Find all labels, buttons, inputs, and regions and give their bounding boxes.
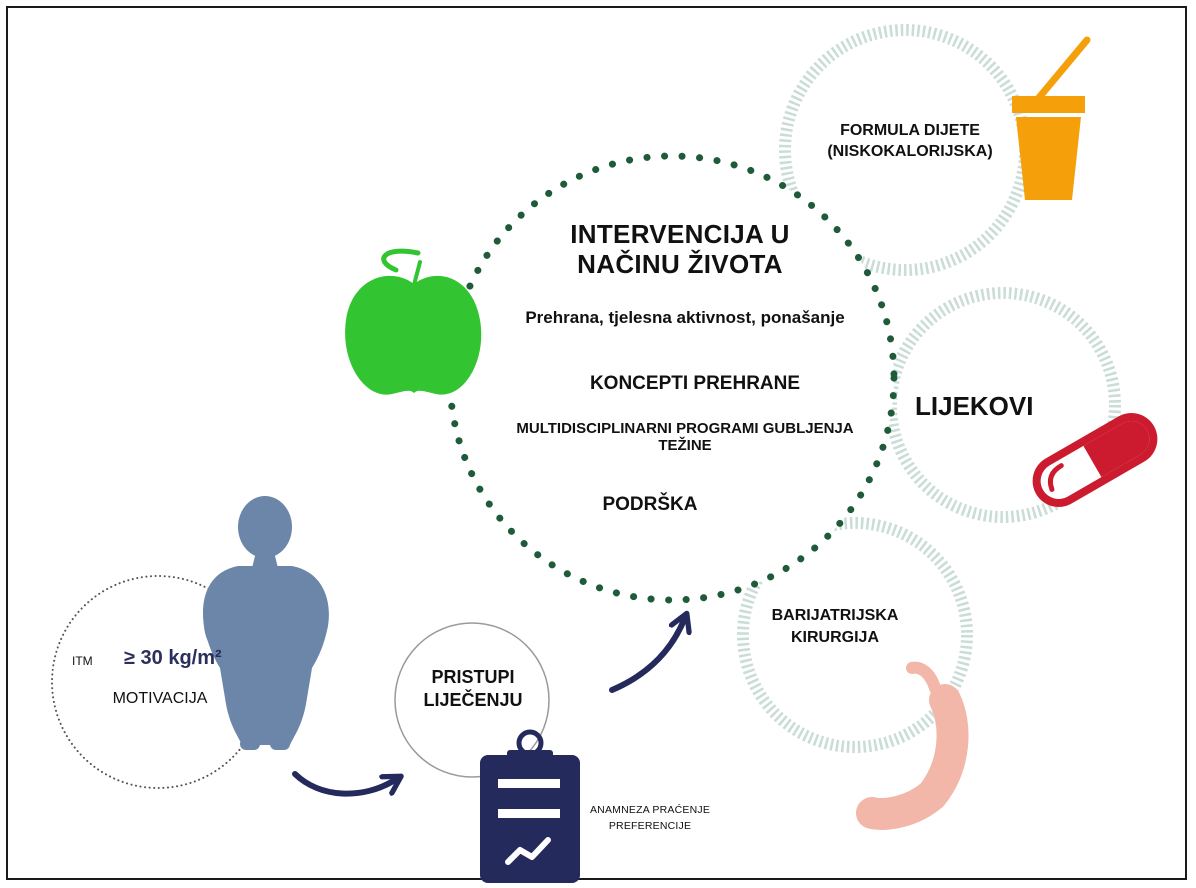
formula-diet-label: FORMULA DIJETE (NISKOKALORIJSKA) [827,122,993,160]
itm-label: ITM [72,654,93,668]
lifestyle-subtitle: Prehrana, tjelesna aktivnost, ponašanje [525,308,845,327]
surgery-ring [737,517,973,753]
nutrition-concepts: KONCEPTI PREHRANE [589,373,801,394]
cup-icon [1012,36,1091,200]
clipboard-icon [480,729,580,883]
lifestyle-title: INTERVENCIJA U NAČINU ŽIVOTA [570,219,790,279]
weight-loss-programs: MULTIDISCIPLINARNI PROGRAMI GUBLJENJA TE… [516,420,854,455]
treatment-approaches-title: PRISTUPI LIJEČENJU [423,667,523,711]
approaches-circle [394,622,550,778]
stomach-icon [856,661,969,830]
drugs-label: LIJEKOVI [915,391,1034,421]
arrow-icon [609,620,684,693]
arrow-icon [292,771,395,797]
apple-icon [345,248,482,395]
person-icon [202,496,329,750]
bmi-threshold: ≥ 30 kg/m² [124,647,222,669]
checklist-text: ANAMNEZA PRAĆENJE PREFERENCIJE [589,804,711,833]
motivation-label: MOTIVACIJA [112,690,208,707]
support-label: PODRŠKA [602,494,698,515]
pill-icon [1032,413,1158,507]
surgery-label: BARIJATRIJSKA KIRURGIJA [771,607,899,646]
drugs-ring [885,287,1121,523]
diagram-frame [6,6,1187,880]
lifestyle-circle [446,152,898,604]
